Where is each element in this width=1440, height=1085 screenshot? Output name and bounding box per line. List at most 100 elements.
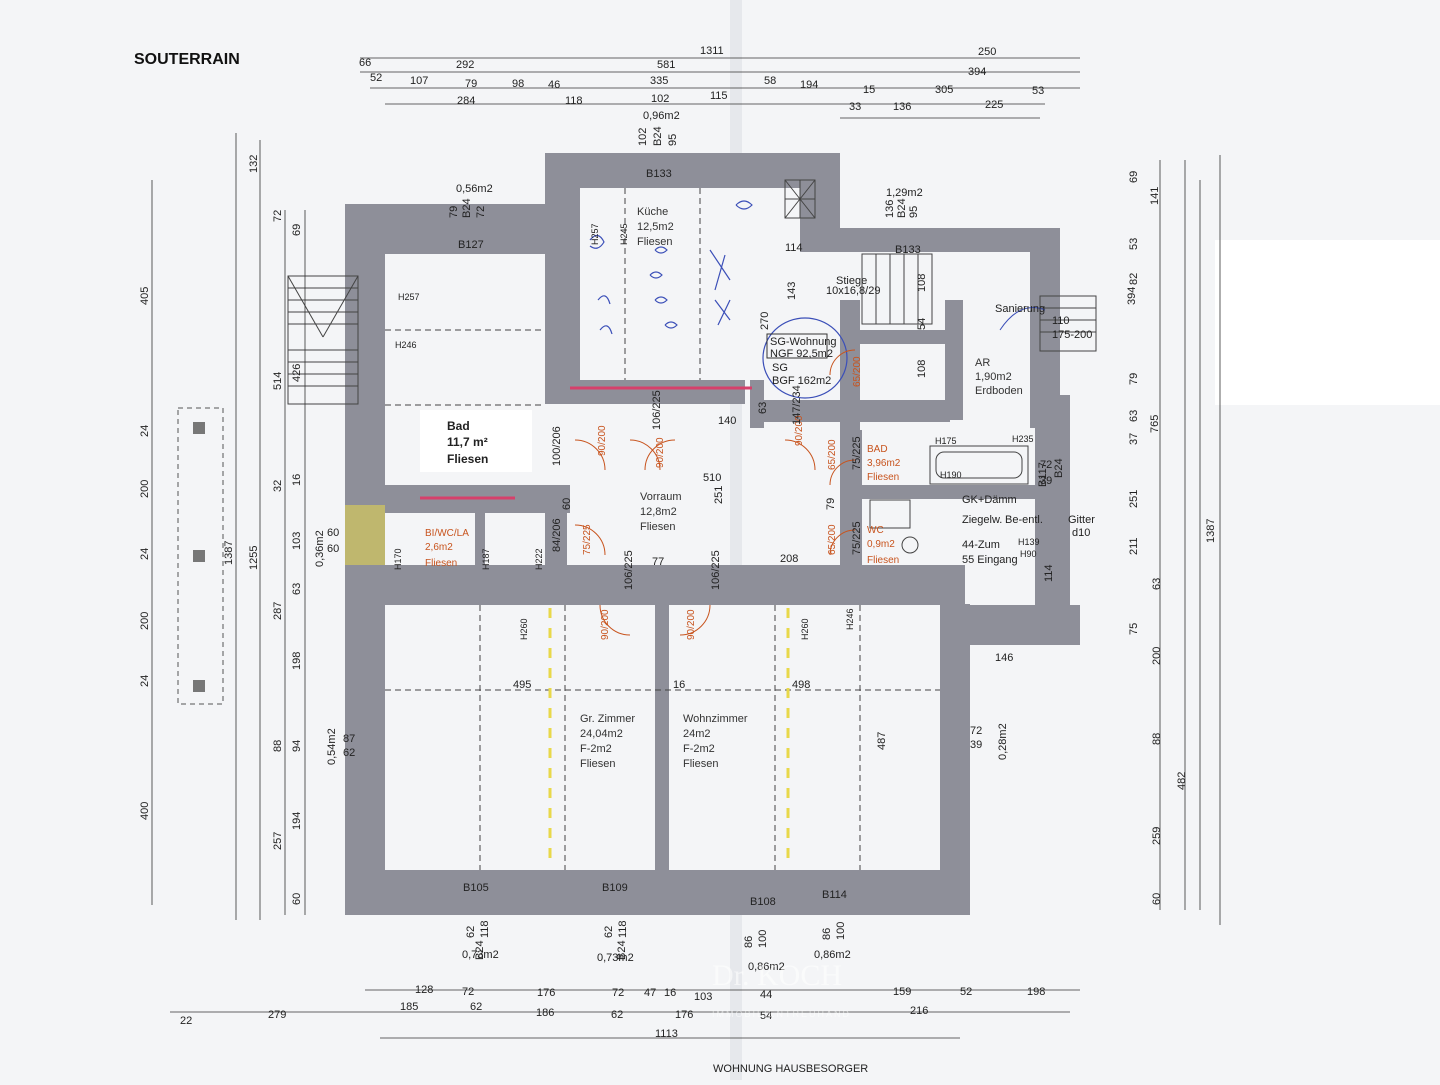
stair-spec: 10x16,8/29 — [826, 285, 880, 297]
room-area: 3,96m2 — [867, 458, 901, 469]
note-ziegel: Ziegelw. — [962, 514, 1002, 526]
door-code: 75/225 — [851, 521, 863, 555]
dim-right: 53 — [1128, 238, 1140, 250]
dim-bottom: 72 — [612, 987, 624, 999]
door-swings — [574, 349, 856, 636]
window-label: B105 — [463, 882, 489, 894]
watermark-name: Dr. KOCH — [712, 959, 842, 992]
window-width: 62 — [465, 926, 477, 938]
dim-left: 287 — [272, 602, 284, 620]
stair-left — [287, 275, 359, 405]
dim-bottom: 176 — [675, 1009, 693, 1021]
wall-wc-mid — [475, 512, 485, 567]
dim-left: 88 — [272, 740, 284, 752]
dim-left: 69 — [291, 224, 303, 236]
dim-right: 82 — [1128, 273, 1140, 285]
dim-top: 107 — [410, 75, 428, 87]
door-code: 100/206 — [551, 426, 563, 466]
room-finish: Fliesen — [580, 758, 615, 770]
dim-top: 98 — [512, 78, 524, 90]
dim-right: 37 — [1128, 433, 1140, 445]
dim-left: 400 — [139, 802, 151, 820]
window-label: B114 — [822, 889, 847, 901]
dim-right: 765 — [1149, 415, 1161, 433]
height-label: H222 — [534, 548, 544, 570]
window-code: B24 — [896, 198, 908, 218]
window-height: 100 — [757, 930, 769, 948]
window-code: B24 — [1053, 458, 1065, 478]
door-code: 106/225 — [710, 550, 722, 590]
door-code: 90/200 — [655, 437, 666, 468]
beam-lines — [385, 188, 940, 870]
dim-bottom: 128 — [415, 984, 433, 996]
dim-top: 79 — [465, 78, 477, 90]
summary-line: NGF 92,5m2 — [770, 348, 833, 360]
dim-left: 94 — [291, 740, 303, 752]
window-label: B108 — [750, 896, 776, 908]
room-extra: F-2m2 — [683, 743, 715, 755]
room-finish: Fliesen — [867, 472, 899, 483]
bathroom-fixtures — [869, 445, 1029, 554]
window-width: 62 — [603, 926, 615, 938]
window-code: B24 — [474, 940, 486, 960]
window-well — [345, 505, 385, 565]
room-name: Wohnzimmer — [683, 713, 748, 725]
height-label: H260 — [800, 618, 810, 640]
room-entrance-fill — [965, 499, 1035, 604]
dim-bottom: 22 — [180, 1015, 192, 1027]
room-finish: Fliesen — [640, 521, 675, 533]
window-height: 95 — [908, 206, 920, 218]
inner-dim: 63 — [757, 402, 769, 414]
dim-right: 394 — [1126, 287, 1138, 305]
inner-dim: 16 — [673, 679, 685, 691]
window-area: 1,29m2 — [886, 187, 923, 199]
dim-left: 132 — [248, 155, 260, 173]
annotations: Stiege 10x16,8/29 Sanierung 110 175-200 … — [826, 275, 1095, 566]
room-area: 2,6m2 — [425, 542, 453, 553]
inner-dim: 251 — [713, 486, 725, 504]
room-area: 24,04m2 — [580, 728, 623, 740]
inner-dim: 60 — [561, 498, 573, 510]
wall-ar-west — [945, 300, 963, 420]
dim-bottom: 186 — [536, 1007, 554, 1019]
room-finish: Erdboden — [975, 385, 1023, 397]
dim-top: 15 — [863, 84, 875, 96]
tile-markings — [420, 386, 752, 500]
dim-top: 52 — [370, 72, 382, 84]
window-height: 118 — [479, 920, 491, 938]
wall-east-mid — [1035, 395, 1070, 645]
room-extra: F-2m2 — [580, 743, 612, 755]
window-width: 87 — [343, 733, 355, 745]
dim-left: 60 — [291, 893, 303, 905]
shaft-square-1 — [193, 422, 205, 434]
roof-window — [784, 179, 816, 219]
wall-core-east — [840, 300, 860, 440]
window-code: B24 — [652, 126, 664, 146]
room-name: Küche — [637, 206, 668, 218]
window-area: 0,86m2 — [814, 949, 851, 961]
door-code: 106/225 — [623, 550, 635, 590]
height-label: H235 — [1012, 434, 1034, 444]
height-label: H257 — [590, 223, 600, 245]
room-kitchen-fill — [580, 188, 800, 380]
dim-right: 60 — [1151, 893, 1163, 905]
window-height: 72 — [475, 206, 487, 218]
height-label: H187 — [481, 548, 491, 570]
dim-bottom: 216 — [910, 1005, 928, 1017]
height-label: H175 — [935, 436, 957, 446]
dim-left: 200 — [139, 612, 151, 630]
note-be: Be-entl. — [1005, 514, 1043, 526]
wall-south — [345, 870, 970, 915]
window-height: 60 — [327, 543, 339, 555]
window-label: B127 — [458, 239, 484, 251]
stair-exit-spec: 175-200 — [1052, 329, 1092, 341]
window-width: 79 — [448, 206, 460, 218]
dim-bottom: 47 — [644, 987, 656, 999]
door-code: 147/234 — [791, 385, 803, 425]
window-code: B24 — [461, 198, 473, 218]
dim-left: 24 — [139, 425, 151, 437]
right-dimensions: 69 53 82 79 37 211 75 88 259 60 141 394 … — [1126, 171, 1217, 905]
dim-left: 198 — [291, 652, 303, 670]
note-d10: d10 — [1072, 527, 1090, 539]
stair-main — [861, 253, 1097, 352]
